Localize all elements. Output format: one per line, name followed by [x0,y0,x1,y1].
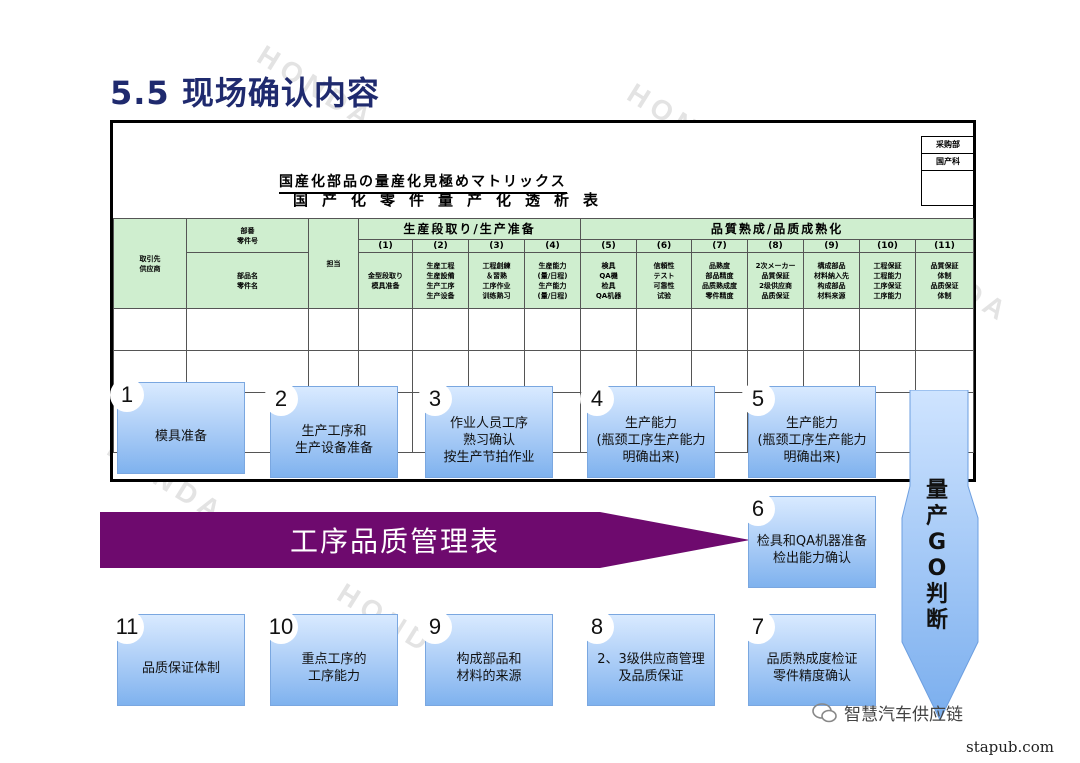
col-part-name: 部品名 零件名 [186,252,309,309]
approval-stamp-box: 采购部 国产科 [921,136,975,206]
step-text: 2、3级供应商管理 及品质保证 [597,652,705,684]
item-label: 工程創練 ＆習熟 工序作业 训练熟习 [468,252,525,309]
step-text: 生产能力 (瓶颈工序生产能力 明确出来) [596,415,706,465]
wechat-icon [812,702,837,722]
step-number: 1 [110,378,144,412]
step-box-2: 生产工序和 生产设备准备 [270,386,398,478]
table-cell [113,308,187,351]
item-number: (7) [691,239,749,253]
item-label: 工程保証 工程能力 工序保证 工序能力 [859,252,917,309]
go-arrow [901,390,979,722]
item-number: (10) [859,239,917,253]
banner-label: 工序品质管理表 [290,525,501,558]
step-number: 7 [741,610,775,644]
step-text: 检具和QA机器准备 检出能力确认 [756,534,868,566]
step-number: 9 [418,610,452,644]
table-cell [636,308,693,351]
item-label: 2次メーカー 品質保証 2级供应商 品质保证 [747,252,805,309]
table-cell [358,308,413,351]
item-number: (11) [915,239,975,253]
item-label: 構成部品 材料納入先 构成部品 材料来源 [803,252,861,309]
table-cell [803,308,861,351]
matrix-title-jp: 国産化部品の量産化見極めマトリックス [279,171,567,194]
item-label: 品熟度 部品精度 品质熟成度 零件精度 [691,252,749,309]
table-cell [691,308,749,351]
step-number: 4 [580,382,614,416]
step-number: 6 [741,492,775,526]
table-cell [468,308,525,351]
matrix-title-cn: 国产化零件量产化透析表 [293,191,613,209]
table-cell [412,308,469,351]
item-number: (1) [358,239,413,253]
step-number: 10 [264,610,298,644]
item-number: (4) [523,239,582,253]
stamp-purchasing: 采购部 [922,137,974,154]
item-label: 検具 QA機 检具 QA机器 [580,252,638,309]
item-number: (5) [580,239,638,253]
item-number: (9) [803,239,861,253]
group-production-prep: 生産段取り/生产准备 [357,218,582,240]
matrix-form: 国産化部品の量産化見極めマトリックス 国产化零件量产化透析表 采购部 国产科 取… [110,120,976,482]
step-number: 3 [418,382,452,416]
col-owner: 担当 [308,218,359,309]
step-text: 生产能力 (瓶颈工序生产能力 明确出来) [757,415,867,465]
table-cell [580,308,638,351]
step-number: 2 [264,382,298,416]
step-number: 11 [110,610,144,644]
item-number: (2) [412,239,469,253]
step-text: 品质保证体制 [141,660,220,676]
group-quality-maturity: 品質熟成/品质成熟化 [580,218,975,240]
table-cell [186,308,309,351]
step-text: 生产工序和 生产设备准备 [294,424,373,456]
step-text: 构成部品和 材料的来源 [456,652,522,684]
banner-arrow [100,512,750,568]
table-cell [859,308,917,351]
site-credit: stapub.com [966,738,1054,756]
table-cell [308,308,359,351]
step-text: 重点工序的 工序能力 [301,652,367,684]
step-text: 模具准备 [154,428,207,444]
matrix-table: 取引先 供应商 部番 零件号 担当 生産段取り/生产准备 品質熟成/品质成熟化 … [113,218,975,453]
step-text: 品质熟成度检证 零件精度确认 [766,652,858,684]
item-number: (3) [468,239,525,253]
table-cell [523,308,582,351]
item-label: 生産能力 (量/日程) 生产能力 (量/日程) [523,252,582,309]
table-cell [636,350,693,393]
go-judgment-label: 量产GO判断 [925,478,948,633]
table-cell [747,308,805,351]
col-part-no: 部番 零件号 [186,218,309,253]
step-text: 作业人员工序 熟习确认 按生产节拍作业 [443,415,535,465]
step-number: 5 [741,382,775,416]
table-cell [358,350,413,393]
wechat-credit: 智慧汽车供应链 [812,700,963,725]
wechat-account-name: 智慧汽车供应链 [844,705,963,725]
stamp-localization: 国产科 [922,154,974,171]
table-cell [915,350,975,393]
item-number: (8) [747,239,805,253]
item-number: (6) [636,239,693,253]
item-label: 信頼性 テスト 可靠性 试验 [636,252,693,309]
item-label: 生産工程 生産設備 生产工序 生产设备 [412,252,469,309]
table-cell [915,308,975,351]
item-label: 品質保証 体制 品质保证 体制 [915,252,975,309]
col-supplier: 取引先 供应商 [113,218,187,309]
step-number: 8 [580,610,614,644]
item-label: 金型段取り 模具准备 [358,252,413,309]
page-title: 5.5 现场确认内容 [110,74,380,112]
